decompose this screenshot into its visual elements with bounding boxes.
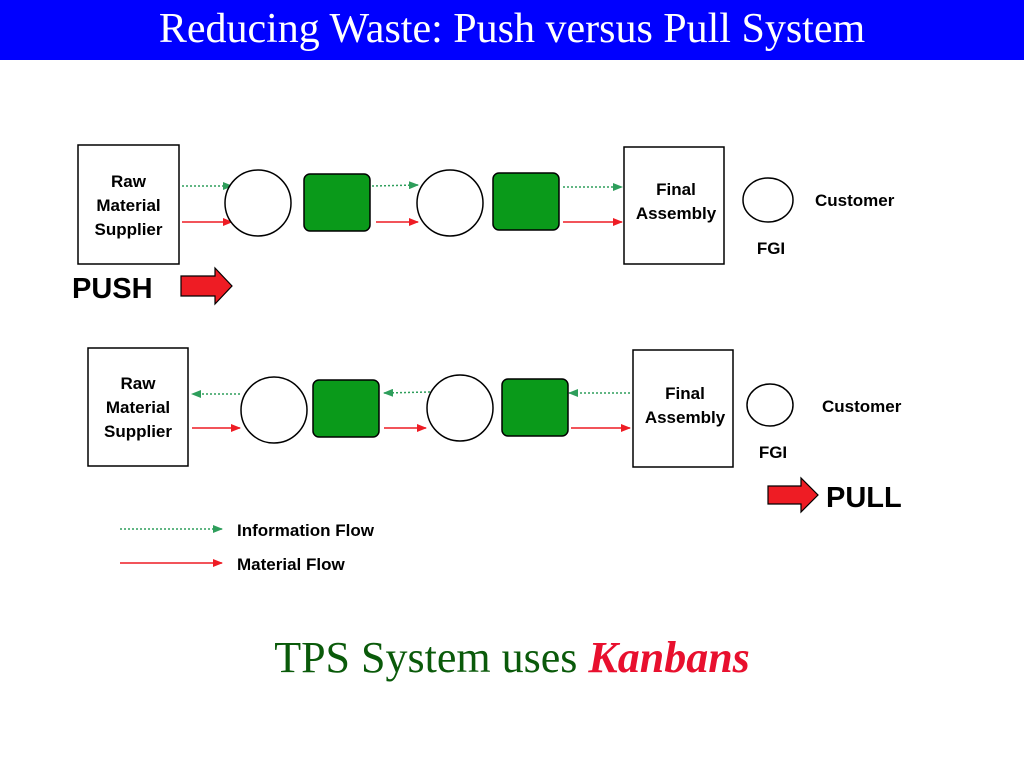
push-fgi-circle	[742, 177, 794, 223]
pull-workstation-2	[501, 378, 569, 437]
push-supplier-line-3: Supplier	[94, 220, 162, 239]
pull-label: PULL	[826, 482, 902, 514]
push-supplier-line-1: Raw	[111, 172, 147, 191]
push-fgi-label: FGI	[757, 239, 785, 258]
pull-customer-label: Customer	[822, 397, 902, 416]
pull-info-arrow-2	[383, 388, 431, 397]
push-supplier-line-2: Material	[96, 196, 160, 215]
push-assembly-line-2: Assembly	[636, 204, 717, 223]
title-bar	[0, 0, 1024, 60]
push-big-arrow	[180, 266, 233, 306]
pull-fgi-circle	[746, 383, 794, 427]
push-customer-label: Customer	[815, 191, 895, 210]
push-final-assembly-box	[623, 146, 725, 265]
pull-workstation-1	[312, 379, 380, 438]
footer-emphasis: Kanbans	[588, 633, 750, 682]
pull-final-assembly-box	[632, 349, 734, 468]
legend-info-flow-label: Information Flow	[237, 521, 375, 540]
pull-inventory-circle-2	[426, 374, 494, 442]
pull-supplier-line-3: Supplier	[104, 422, 172, 441]
push-info-arrow-2	[371, 181, 419, 190]
push-row: Raw Material Supplier Final Assembly FGI…	[72, 144, 895, 306]
pull-assembly-line-1: Final	[665, 384, 705, 403]
pull-supplier-line-2: Material	[106, 398, 170, 417]
pull-big-arrow	[767, 476, 819, 514]
push-workstation-2	[492, 172, 560, 231]
pull-fgi-label: FGI	[759, 443, 787, 462]
legend-material-flow-label: Material Flow	[237, 555, 345, 574]
push-assembly-line-1: Final	[656, 180, 696, 199]
push-label: PUSH	[72, 273, 153, 305]
pull-supplier-box	[87, 347, 189, 467]
push-workstation-1	[303, 173, 371, 232]
legend: Information Flow Material Flow	[120, 521, 375, 574]
pull-row: Raw Material Supplier Final Assembly FGI…	[87, 347, 902, 514]
footer-text: TPS System uses	[274, 633, 578, 682]
pull-inventory-circle-1	[240, 376, 308, 444]
push-supplier-box	[77, 144, 180, 265]
footer-statement: TPS System uses Kanbans	[0, 630, 1024, 686]
slide-title: Reducing Waste: Push versus Pull System	[158, 6, 866, 52]
pull-supplier-line-1: Raw	[121, 374, 157, 393]
push-inventory-circle-2	[416, 169, 484, 237]
pull-assembly-line-2: Assembly	[645, 408, 726, 427]
push-inventory-circle-1	[224, 169, 292, 237]
